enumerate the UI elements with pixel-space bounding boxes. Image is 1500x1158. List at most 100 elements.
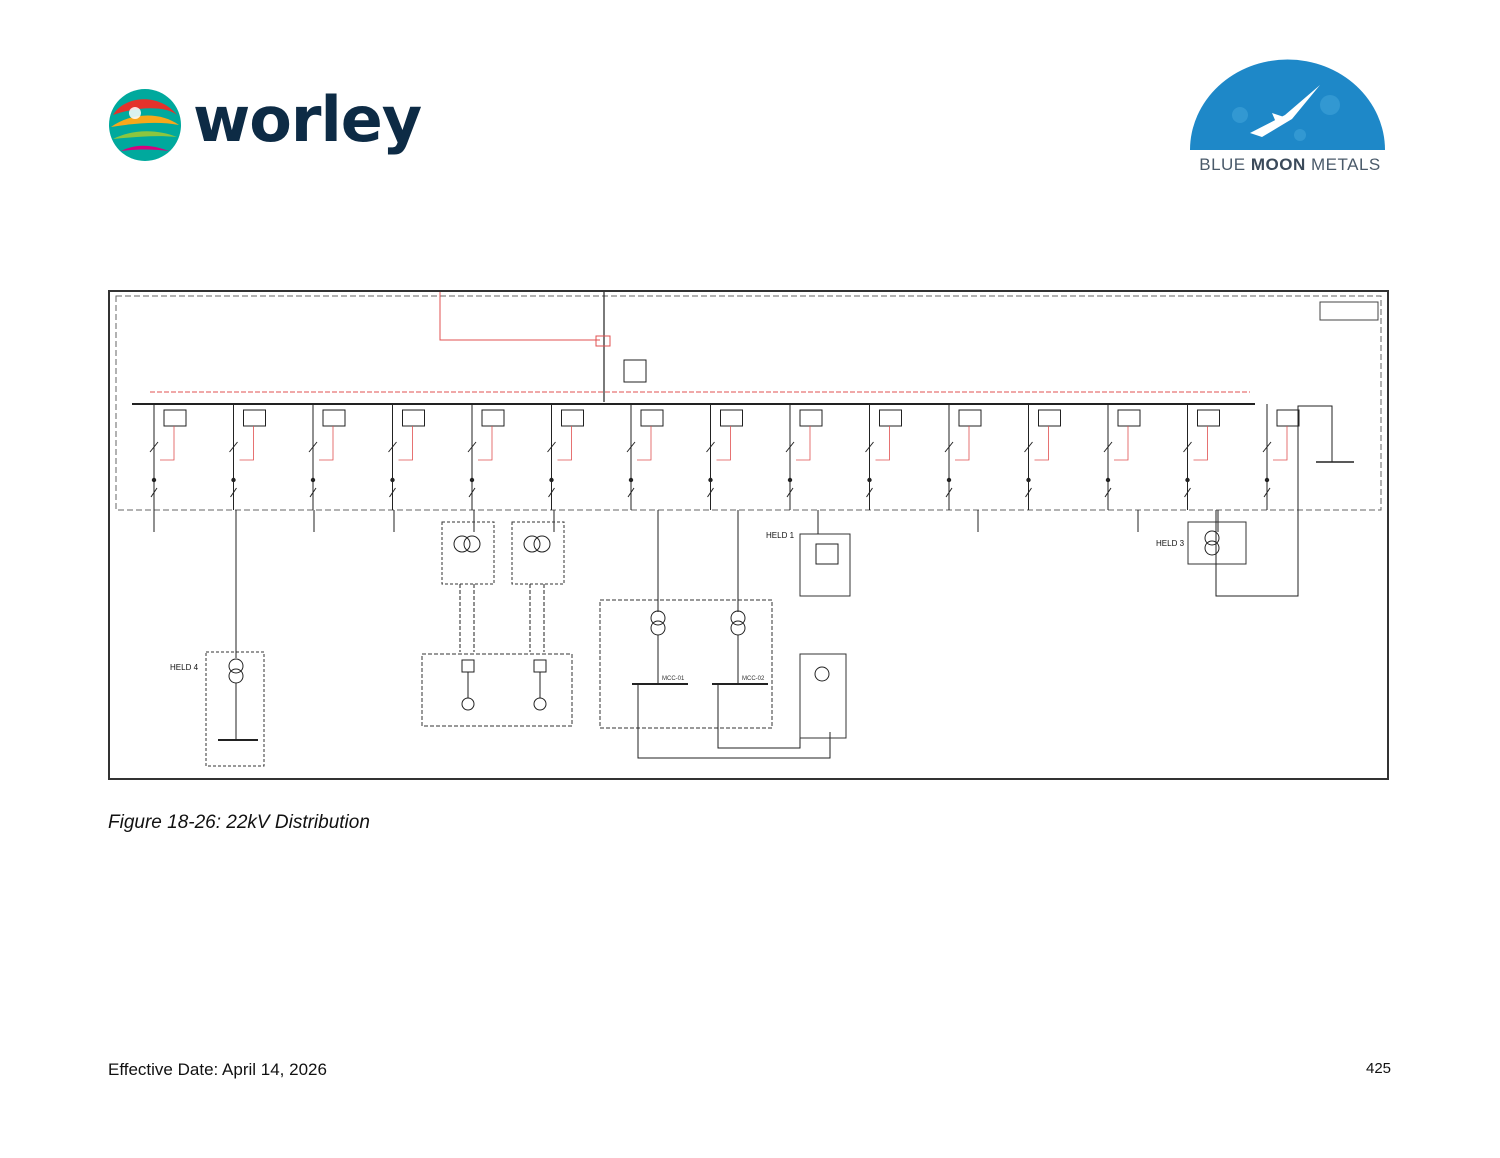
feeder-15-relay [1276,409,1300,427]
feeder-15-isolator [1263,487,1271,498]
feeder-5-breaker [467,441,477,453]
feeder-8-relay [720,409,743,427]
feeder-5-control [478,426,493,461]
mcc1-transformer-a [650,610,666,626]
transformer-1-winding-a [453,535,471,553]
transformer-box-1 [441,521,495,585]
mcc2-label: MCC-02 [742,676,765,682]
blue-moon-metals-wordmark: BLUE MOON METALS [1199,155,1381,174]
feeder-1-relay [163,409,187,427]
feeder-15-breaker [1262,441,1272,453]
feeder-1-control [160,426,175,461]
incoming-control-line [439,292,600,341]
feeder-6-breaker [547,441,556,453]
mcc1-tie [637,684,831,759]
held3-transformer-a [1204,530,1220,546]
incoming-relay [595,335,611,347]
feeder-6-isolator [548,487,555,498]
feeder-3-contact [310,477,316,483]
feeder-12-control [1034,426,1049,461]
mcc2-transformer-b [730,620,746,636]
feeder-14-contact [1185,477,1190,483]
held4-label: HELD 4 [170,663,199,672]
feeder-5-contact [469,477,475,483]
feeder-12-contact [1026,477,1031,483]
feeder-2-control [239,426,254,461]
feeder-6-control [557,426,572,461]
held3-ring-feed [1215,405,1333,597]
held3-box [1187,521,1247,565]
feeder-8-isolator [707,487,714,498]
feeder-7-isolator [627,487,635,498]
page-number: 425 [1366,1060,1392,1077]
feeder-9-contact [787,477,793,483]
feeder-2-contact [231,477,236,483]
feeder-3-breaker [308,441,318,453]
held4-box [205,651,265,767]
transformer-1-winding-b [463,535,481,553]
feeder-5-isolator [468,487,476,498]
feeder-7-relay [640,409,664,427]
feeder-14-isolator [1184,487,1191,498]
mcc1-transformer-b [650,620,666,636]
feeder-15-contact [1264,477,1270,483]
feeder-9-control [796,426,811,461]
transformer-2-winding-a [523,535,541,553]
figure-caption: Figure 18-26: 22kV Distribution [108,812,370,833]
mcc2-tie [717,684,801,749]
feeder-7-control [637,426,652,461]
feeder-group [149,404,1300,532]
feeder-12-breaker [1024,441,1033,453]
feeder-5-relay [481,409,505,427]
feeder-12-isolator [1025,487,1032,498]
feeder-9-isolator [786,487,794,498]
feeder-13-relay [1117,409,1141,427]
ups-unit [623,359,647,383]
single-line-diagram: MCC-01 MCC-02 HELD 1 HELD 3 HELD 4 [108,290,1389,780]
mcc-building [599,599,773,729]
held4-transformer-b [228,668,244,684]
feeder-7-contact [628,477,634,483]
held3-transformer-b [1204,540,1220,556]
held1-label: HELD 1 [766,531,795,540]
held1-box [799,533,851,597]
feeder-8-contact [708,477,713,483]
feeder-11-breaker [944,441,954,453]
feeder-9-relay [799,409,823,427]
feeder-10-relay [879,409,902,427]
motor-2 [533,697,547,711]
feeder-10-breaker [865,441,874,453]
feeder-4-control [398,426,413,461]
feeder-13-breaker [1103,441,1113,453]
feeder-10-control [875,426,890,461]
feeder-1-contact [151,477,157,483]
switchroom-boundary [115,295,1382,511]
diagram-canvas: MCC-01 MCC-02 HELD 1 HELD 3 HELD 4 [115,292,1382,767]
feeder-2-breaker [229,441,238,453]
feeder-14-relay [1197,409,1220,427]
feeder-10-isolator [866,487,873,498]
vsd-1 [461,659,475,673]
feeder-1-isolator [150,487,158,498]
feeder-15-control [1273,426,1288,461]
generator-icon [814,666,830,682]
feeder-6-relay [561,409,584,427]
feeder-3-control [319,426,334,461]
feeder-4-contact [390,477,395,483]
feeder-6-contact [549,477,554,483]
feeder-10-contact [867,477,872,483]
blue-moon-bird-icon [1190,59,1385,150]
feeder-11-control [955,426,970,461]
feeder-4-breaker [388,441,397,453]
feeder-8-control [716,426,731,461]
feeder-7-breaker [626,441,636,453]
feeder-13-contact [1105,477,1111,483]
feeder-12-relay [1038,409,1061,427]
feeder-3-isolator [309,487,317,498]
feeder-13-control [1114,426,1129,461]
held3-label: HELD 3 [1156,539,1185,548]
feeder-14-breaker [1183,441,1192,453]
transformer-2-winding-b [533,535,551,553]
worley-swirl-icon [109,89,181,161]
worley-wordmark: worley [193,83,422,156]
